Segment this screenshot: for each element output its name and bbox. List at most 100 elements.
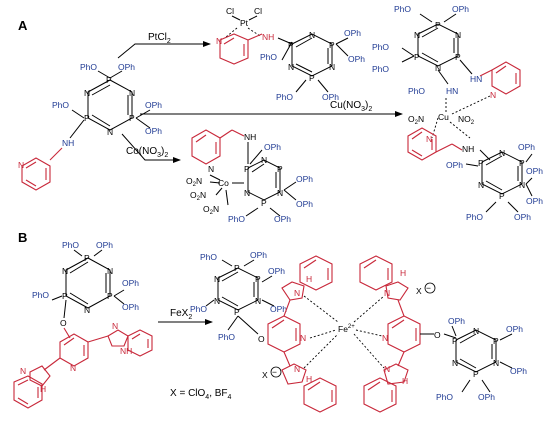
n-atom: N: [309, 30, 315, 40]
pho-label: PhO: [62, 240, 79, 250]
n-atom: N: [414, 30, 420, 40]
counter-anion: X: [262, 370, 268, 380]
h-label: H: [40, 384, 46, 394]
pyridine-n: N: [208, 164, 214, 174]
p-atom: P: [288, 40, 294, 50]
oph-label: OPh: [296, 199, 313, 209]
pho-label: PhO: [372, 64, 389, 74]
n-atom: N: [288, 62, 294, 72]
oph-label: OPh: [514, 212, 531, 222]
counterion-note: X = ClO4, BF4: [170, 388, 232, 401]
o2no-label: O2N: [203, 204, 219, 216]
h-label: H: [400, 268, 406, 278]
no2-label: NO2: [458, 114, 475, 126]
nh-label: NH: [62, 138, 74, 148]
o-atom: O: [434, 330, 441, 340]
n-atom: N: [214, 296, 220, 306]
n-atom: N: [473, 326, 479, 336]
co-atom: Co: [218, 178, 229, 188]
p-atom: P: [309, 73, 315, 83]
arrow-ptcl2: [117, 41, 211, 59]
cl-atom: Cl: [226, 6, 234, 16]
hn-label: HN: [446, 86, 458, 96]
oph-label: OPh: [268, 266, 285, 276]
oph-label: OPh: [145, 126, 162, 136]
pho-label: PhO: [372, 42, 389, 52]
n-atom: N: [329, 62, 335, 72]
n-atom: N: [294, 288, 300, 298]
pho-label: PhO: [436, 392, 453, 402]
n-atom: N: [384, 288, 390, 298]
n-atom: N: [435, 63, 441, 73]
n-atom: N: [261, 155, 267, 165]
pt-complex: Cl Cl Pt N NH P N P N P N OPh OPh PhO OP…: [216, 6, 365, 102]
starting-phosphazene-a: P P P N N N PhO OPh OPh OPh PhO NH N: [18, 62, 162, 191]
p-atom: P: [261, 198, 267, 208]
cl-atom: Cl: [254, 6, 262, 16]
p-atom: P: [234, 307, 240, 317]
p-atom: P: [455, 52, 461, 62]
cu-complex: N P N P N P PhO OPh PhO PhO HN HN PhO N …: [372, 4, 543, 222]
p-atom: P: [62, 291, 68, 301]
p-atom: P: [244, 164, 250, 174]
ligand-b: P N N P N P PhO OPh PhO OPh OPh O N N NH…: [13, 240, 153, 409]
n-atom: N: [294, 364, 300, 374]
n-atom: N: [255, 296, 261, 306]
p-atom: P: [129, 113, 135, 123]
n-atom: N: [20, 366, 26, 376]
ph-label: OPh: [274, 214, 291, 224]
minus-sign: −: [272, 367, 277, 377]
pho-label: PhO: [408, 86, 425, 96]
pt-atom: Pt: [240, 18, 249, 28]
pyridine-n: N: [70, 363, 76, 373]
p-atom: P: [499, 191, 505, 201]
p-atom: P: [493, 336, 499, 346]
p-atom: P: [234, 263, 240, 273]
p-atom: P: [329, 40, 335, 50]
reagent-cono32: Co(NO3)2: [126, 146, 168, 159]
n-atom: N: [277, 188, 283, 198]
oph-label: OPh: [510, 366, 527, 376]
reagent-cuno32: Cu(NO3)2: [330, 100, 372, 113]
oph-label: OPh: [96, 240, 113, 250]
hn-label: H: [306, 274, 312, 284]
oph-label: OPh: [270, 304, 287, 314]
oph-label: OPh: [526, 196, 543, 206]
oph-label: OPh: [122, 278, 139, 288]
nh-label: NH: [262, 32, 274, 42]
pho-label: PhO: [52, 100, 69, 110]
p-atom: P: [106, 75, 112, 85]
fe-atom: Fe2+: [338, 324, 355, 334]
n-atom: N: [478, 180, 484, 190]
counter-anion: X: [416, 286, 422, 296]
oph-label: OPh: [518, 142, 535, 152]
hn-label: HN: [470, 74, 482, 84]
oph-label: OPh: [526, 166, 543, 176]
nh-label: NH: [244, 132, 256, 142]
pho-label: PhO: [394, 4, 411, 14]
nh-label: NH: [120, 346, 132, 356]
n-atom: N: [129, 88, 135, 98]
p-atom: P: [107, 291, 113, 301]
p-atom: P: [255, 274, 261, 284]
nh-label: NH: [462, 144, 474, 154]
n-atom: N: [455, 30, 461, 40]
reagent-ptcl2: PtCl2: [148, 32, 171, 45]
p-atom: P: [473, 369, 479, 379]
pho-label: PhO: [228, 214, 245, 224]
pyridine-n: N: [18, 160, 24, 170]
p-atom: P: [519, 158, 525, 168]
n-atom: N: [499, 148, 505, 158]
pyridine-n: N: [300, 333, 306, 343]
pho-label: PhO: [190, 304, 207, 314]
oph-label: OPh: [446, 160, 463, 170]
pyridine-n: N: [216, 36, 222, 46]
arrow-cono3: [121, 133, 181, 163]
oph-label: OPh: [264, 142, 281, 152]
oph-label: OPh: [478, 392, 495, 402]
n-atom: N: [452, 358, 458, 368]
o2no-label: O2N: [186, 176, 202, 188]
fe-complex: P N P N P N PhO OPh OPh OPh PhO PhO O N …: [190, 250, 527, 413]
n-atom: N: [244, 188, 250, 198]
